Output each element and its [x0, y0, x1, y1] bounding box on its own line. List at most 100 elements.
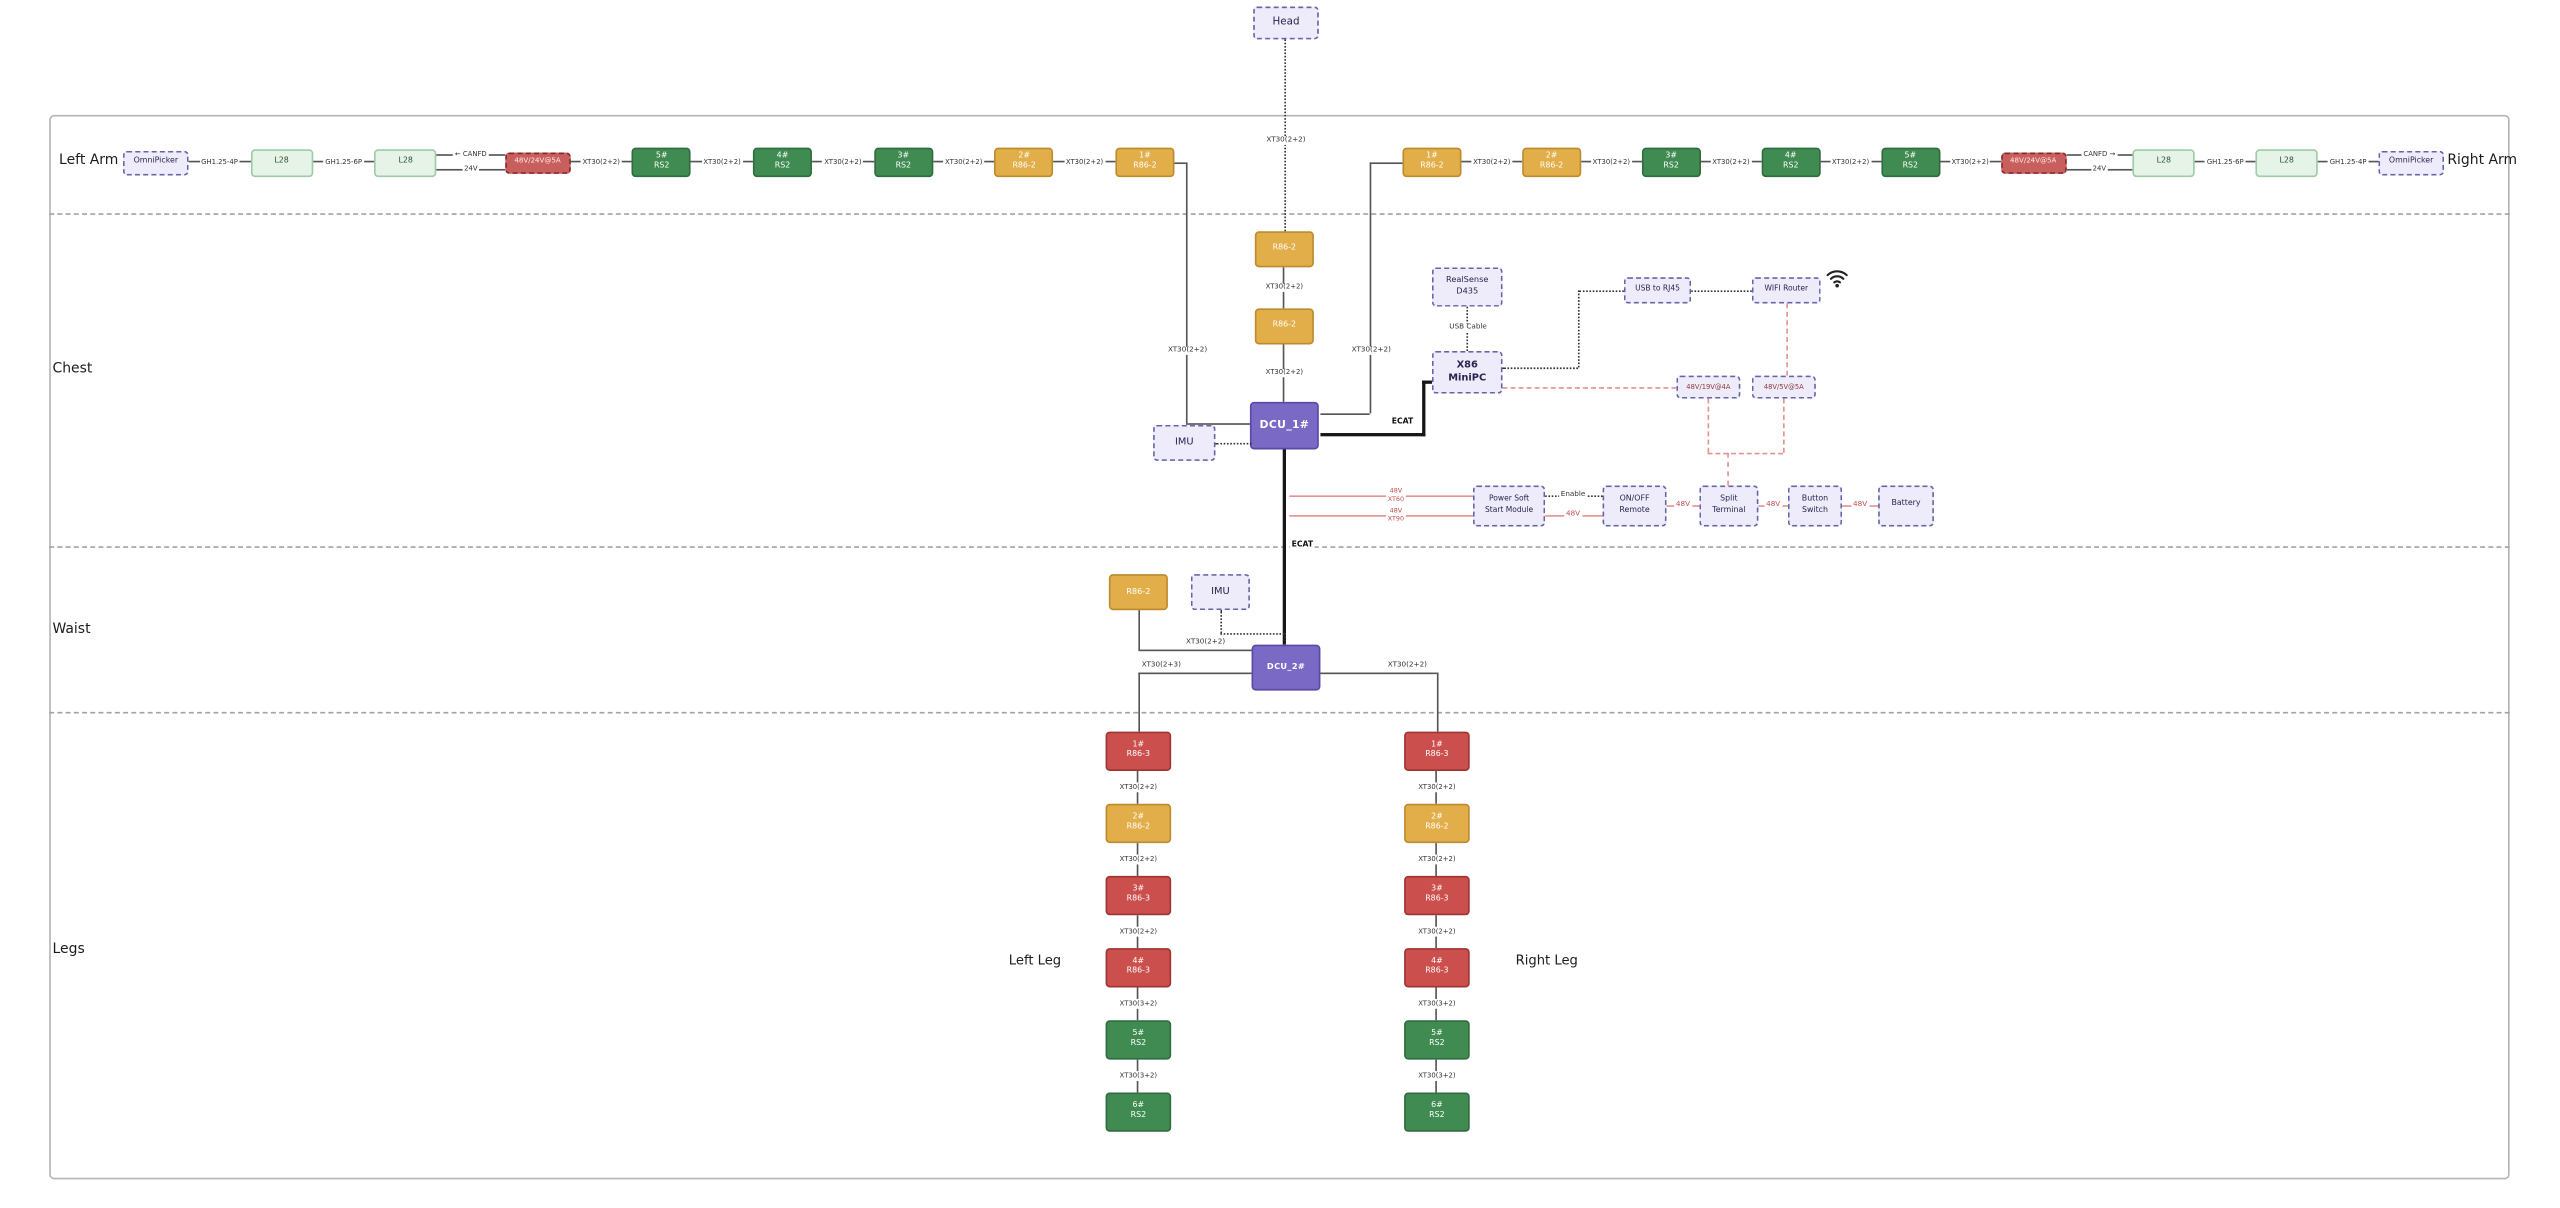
- onoff-line1: ON/OFF: [1619, 495, 1650, 504]
- node-label: 1#: [1426, 152, 1438, 161]
- connector-label: XT30(2+2): [1119, 926, 1158, 935]
- battery-node: Battery: [1878, 485, 1934, 527]
- node-l28: L28: [2255, 148, 2318, 177]
- node-label: L28: [2156, 157, 2171, 166]
- node-l28: L28: [250, 148, 313, 177]
- node-3#-r86-3: 3#R86-3: [1404, 875, 1470, 916]
- node-l28: L28: [2132, 148, 2195, 177]
- label-right-leg: Right Leg: [1515, 953, 1578, 968]
- connector: XT30(3+2): [1120, 987, 1157, 1020]
- node-r86-2: R86-2: [1254, 308, 1314, 345]
- imu-link-line: [1284, 633, 1286, 645]
- label-legs: Legs: [52, 941, 85, 958]
- node-label: 5#: [1132, 1029, 1145, 1038]
- connector: XT30(2+2): [570, 158, 632, 167]
- node-label: 3#: [897, 152, 910, 161]
- converter-48v-19v-node: 48V/19V@4A: [1676, 375, 1741, 399]
- node-label: R86-3: [1425, 751, 1449, 760]
- connector-label: XT30(2+2): [1712, 156, 1750, 166]
- node-4#-rs2: 4#RS2: [752, 147, 813, 178]
- connector-label: 24V: [464, 164, 478, 173]
- node-label: R86-2: [1133, 162, 1157, 171]
- enable-label: Enable: [1559, 491, 1587, 500]
- node-label: L28: [398, 157, 413, 166]
- node-r86-2: R86-2: [1254, 231, 1314, 268]
- connector-label: XT30(3+2): [1119, 998, 1158, 1007]
- connector: XT30(2+2): [1462, 156, 1523, 167]
- connector: XT30(2+2): [933, 158, 995, 167]
- label-right-arm: Right Arm: [2447, 152, 2518, 169]
- connector-label: XT30(2+2): [1119, 781, 1158, 791]
- node-label: 2#: [1545, 152, 1558, 161]
- usb-rj45-node: USB to RJ45: [1623, 277, 1692, 304]
- connector-label: XT30(2+2): [1418, 926, 1456, 935]
- node-label: L28: [2279, 157, 2294, 166]
- imu-link-line: [1220, 610, 1223, 634]
- node-omnipicker: OmniPicker: [123, 150, 189, 175]
- button-switch-node: Button Switch: [1787, 485, 1843, 527]
- power-line: [1502, 387, 1677, 389]
- ecat-line: [1282, 449, 1286, 645]
- label-left-leg: Left Leg: [1008, 953, 1062, 968]
- left-arm-drop-line: [1185, 162, 1188, 424]
- connector-label: XT30(2+2): [1473, 156, 1511, 166]
- minipc-node: X86 MiniPC: [1431, 351, 1503, 394]
- wifi-router-label: WIFI Router: [1764, 285, 1809, 294]
- node-label: R86-2: [1539, 162, 1564, 171]
- 48v-label: 48V: [1764, 500, 1782, 510]
- node-omnipicker: OmniPicker: [2378, 150, 2444, 175]
- ecat-label: ECAT: [1290, 541, 1315, 551]
- connector-label: XT30(2+2): [1592, 156, 1631, 166]
- node-label: R86-2: [1272, 321, 1297, 330]
- connector: XT30(2+2): [1418, 771, 1455, 804]
- dcu2-node: DCU_2#: [1251, 644, 1321, 691]
- left-leg-link-line: [1138, 672, 1252, 675]
- node-label: 1#: [1139, 152, 1151, 161]
- node-1#-r86-2: 1#R86-2: [1115, 147, 1175, 178]
- divider-waist-legs: [49, 711, 2510, 714]
- connector: 24V: [437, 164, 505, 174]
- connector-label: ← CANFD: [454, 149, 487, 159]
- node-label: 6#: [1132, 1101, 1145, 1111]
- node-label: R86-3: [1126, 751, 1151, 760]
- power-in-label-xt90: 48V XT90: [1386, 506, 1406, 523]
- label-chest: Chest: [52, 360, 93, 378]
- node-label: OmniPicker: [133, 157, 179, 166]
- node-label: RS2: [1429, 1112, 1445, 1121]
- connector-label: 24V: [2092, 164, 2107, 173]
- network-line: [1577, 290, 1580, 368]
- connector: 24V: [2066, 164, 2133, 174]
- right-leg-link-line: [1320, 672, 1437, 675]
- node-5#-rs2: 5#RS2: [1105, 1020, 1172, 1060]
- node-label: 1#: [1132, 741, 1145, 750]
- imu-chest-node: IMU: [1153, 424, 1216, 461]
- node-label: R86-2: [1012, 162, 1036, 171]
- connector: XT30(2+2): [1581, 156, 1642, 167]
- connector-label: GH1.25-6P: [325, 156, 363, 166]
- node-48v24v5a: 48V/24V@5A: [2000, 151, 2067, 174]
- wifi-router-node: WIFI Router: [1751, 277, 1821, 304]
- connector: XT30(2+2): [1820, 158, 1881, 167]
- right-arm-drop-line: [1320, 413, 1370, 415]
- node-2#-r86-2: 2#R86-2: [1105, 803, 1172, 844]
- node-label: RS2: [1783, 162, 1799, 171]
- converter-label: 48V/5V@5A: [1763, 382, 1804, 391]
- realsense-node: RealSense D435: [1431, 267, 1503, 307]
- node-2#-r86-2: 2#R86-2: [994, 147, 1054, 178]
- network-line: [1691, 290, 1752, 292]
- power-soft-start-node: Power Soft Start Module: [1472, 485, 1546, 527]
- connector-label: GH1.25-6P: [2206, 156, 2244, 166]
- node-label: R86-2: [1420, 162, 1444, 171]
- split-line2: Terminal: [1712, 506, 1746, 515]
- waist-r86-link-line: [1138, 649, 1252, 652]
- connector: XT30(2+2): [1418, 843, 1455, 876]
- node-label: 5#: [1904, 152, 1917, 161]
- node-5#-rs2: 5#RS2: [1880, 147, 1940, 178]
- ecat-line: [1320, 433, 1426, 437]
- head-node: Head: [1253, 6, 1319, 40]
- node-label: RS2: [1429, 1039, 1445, 1049]
- button-line1: Button: [1801, 495, 1829, 504]
- left-leg-link-line: [1138, 672, 1141, 732]
- dcu2-label: DCU_2#: [1266, 662, 1306, 672]
- connector-label: XT30(2+2): [1119, 854, 1158, 863]
